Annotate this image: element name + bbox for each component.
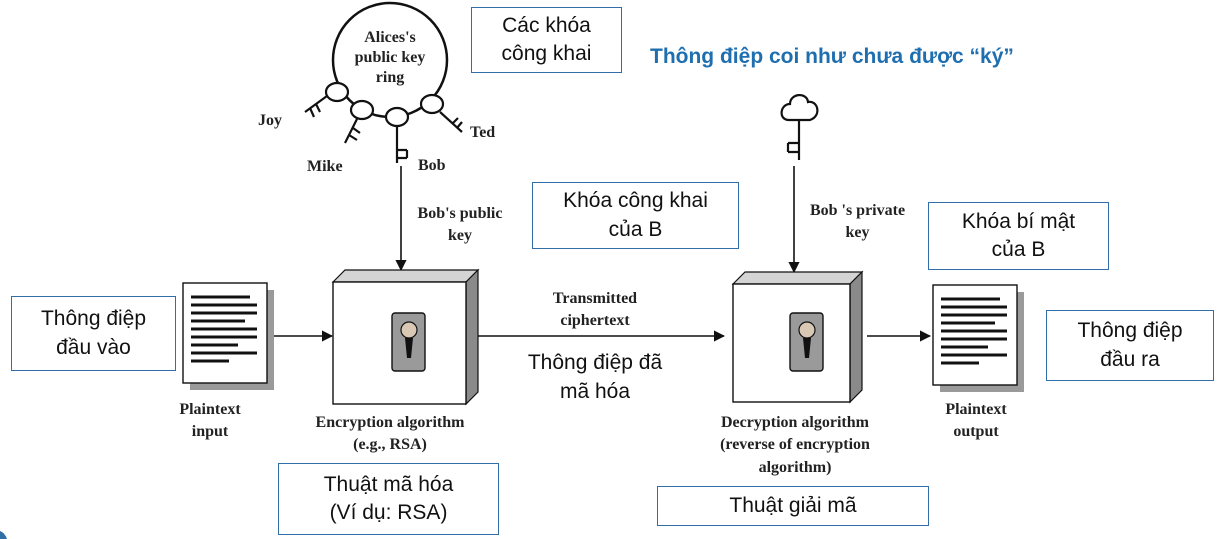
decryption-algorithm-label: Decryption algorithm (reverse of encrypt… <box>720 414 870 476</box>
key-icon-joy <box>304 81 350 118</box>
key-label-bob: Bob <box>418 157 446 174</box>
key-label-mike: Mike <box>307 158 343 175</box>
corner-mark <box>0 531 7 539</box>
plaintext-output-label: Plaintext output <box>945 401 1007 441</box>
key-icon-mike <box>344 99 375 144</box>
encrypted-message-label: Thông điệp đã mã hóa <box>527 351 663 404</box>
lock-icon <box>789 312 824 372</box>
input-message-box: Thông điệp đầu vào <box>11 296 176 371</box>
key-label-joy: Joy <box>258 112 282 129</box>
bob-private-key-label: Bob 's private key <box>809 202 906 242</box>
plaintext-input-label: Plaintext input <box>179 401 241 441</box>
encryption-box-icon <box>331 268 480 406</box>
b-public-key-box: Khóa công khai của B <box>532 182 739 249</box>
b-private-key-box: Khóa bí mật của B <box>928 202 1109 270</box>
key-ring-icon <box>304 1 463 163</box>
flow-arrows <box>268 166 932 342</box>
output-message-box: Thông điệp đầu ra <box>1046 310 1214 381</box>
lock-icon <box>391 312 426 372</box>
transmitted-ciphertext-label: Transmitted ciphertext <box>552 290 638 330</box>
key-label-ted: Ted <box>470 124 496 141</box>
private-key-icon <box>780 94 819 160</box>
public-keys-box: Các khóa công khai <box>471 7 622 73</box>
bob-public-key-label: Bob's public key <box>417 205 503 245</box>
key-icon-ted <box>419 93 463 133</box>
plaintext-output-document-icon <box>932 284 1024 392</box>
key-icon-bob <box>384 106 410 163</box>
diagram-title: Thông điệp coi như chưa được “ký” <box>650 45 1014 68</box>
key-ring-label: Alices's public key ring <box>354 29 426 86</box>
encryption-algorithm-box: Thuật mã hóa (Ví dụ: RSA) <box>278 463 499 535</box>
decryption-algorithm-box: Thuật giải mã <box>657 486 929 526</box>
plaintext-input-document-icon <box>182 282 274 390</box>
decryption-box-icon <box>731 270 864 404</box>
encryption-algorithm-label: Encryption algorithm (e.g., RSA) <box>315 414 465 454</box>
